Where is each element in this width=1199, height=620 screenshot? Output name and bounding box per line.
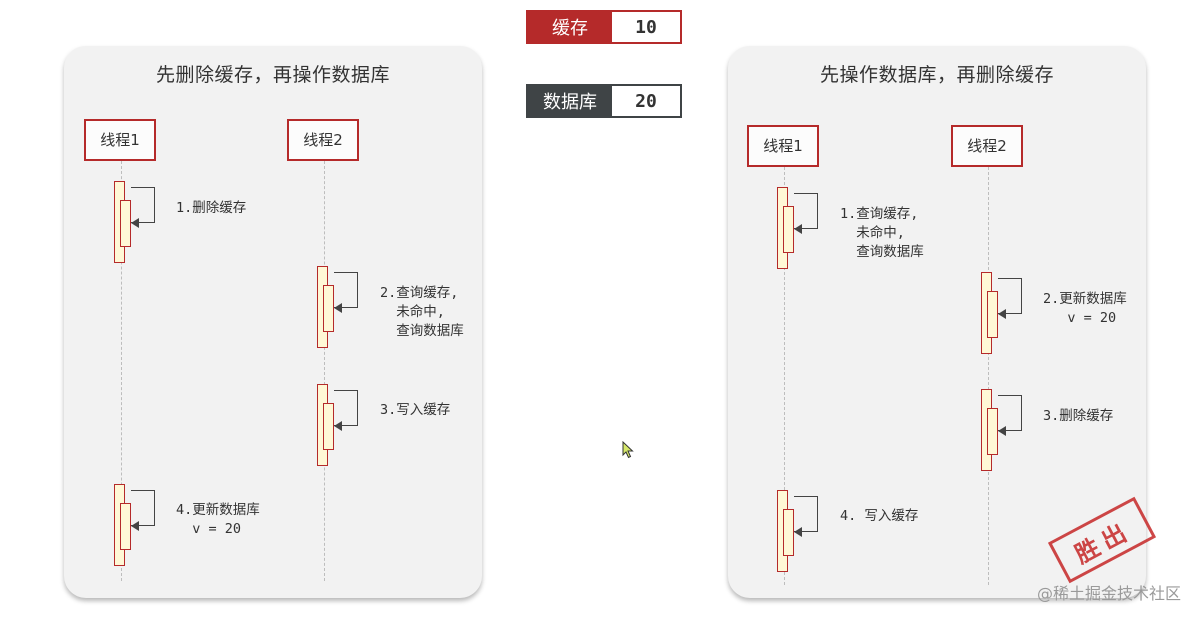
self-call-arrow bbox=[794, 193, 818, 229]
self-call-arrow bbox=[998, 278, 1022, 314]
arrowhead bbox=[131, 521, 139, 531]
right-step-1: 1.查询缓存, 未命中, 查询数据库 bbox=[840, 206, 924, 260]
right-thread1-actor: 线程1 bbox=[747, 125, 819, 167]
arrowhead bbox=[794, 527, 802, 537]
self-call-arrow bbox=[794, 496, 818, 532]
arrowhead bbox=[998, 426, 1006, 436]
cache-badge-label: 缓存 bbox=[528, 12, 612, 42]
left-thread2-lifeline bbox=[324, 161, 325, 581]
arrowhead bbox=[131, 218, 139, 228]
arrowhead bbox=[334, 303, 342, 313]
activation-bar bbox=[323, 403, 334, 450]
activation-bar bbox=[987, 408, 998, 455]
self-call-arrow bbox=[334, 390, 358, 426]
activation-bar bbox=[323, 285, 334, 332]
left-step-3: 3.写入缓存 bbox=[380, 402, 451, 418]
left-thread1-lifeline bbox=[121, 161, 122, 581]
right-step-3: 3.删除缓存 bbox=[1043, 408, 1114, 424]
db-badge-label: 数据库 bbox=[528, 86, 612, 116]
arrowhead bbox=[794, 224, 802, 234]
activation-bar bbox=[987, 291, 998, 338]
right-thread1-lifeline bbox=[784, 167, 785, 585]
self-call-arrow bbox=[334, 272, 358, 308]
right-panel-title: 先操作数据库，再删除缓存 bbox=[819, 64, 1054, 86]
arrowhead bbox=[334, 421, 342, 431]
cache-badge-value: 10 bbox=[612, 12, 680, 42]
left-thread1-actor: 线程1 bbox=[84, 119, 156, 161]
arrowhead bbox=[998, 309, 1006, 319]
left-thread2-actor: 线程2 bbox=[287, 119, 359, 161]
db-badge-value: 20 bbox=[612, 86, 680, 116]
activation-bar bbox=[120, 200, 131, 247]
left-step-2: 2.查询缓存, 未命中, 查询数据库 bbox=[380, 285, 464, 339]
right-thread2-lifeline bbox=[988, 167, 989, 585]
activation-bar bbox=[120, 503, 131, 550]
right-step-2: 2.更新数据库 v = 20 bbox=[1043, 291, 1127, 326]
self-call-arrow bbox=[131, 490, 155, 526]
mouse-cursor-icon bbox=[622, 441, 634, 459]
right-thread2-actor: 线程2 bbox=[951, 125, 1023, 167]
right-step-4: 4. 写入缓存 bbox=[840, 508, 919, 524]
left-step-4: 4.更新数据库 v = 20 bbox=[176, 502, 260, 537]
db-badge: 数据库 20 bbox=[526, 84, 682, 118]
left-panel-title: 先删除缓存，再操作数据库 bbox=[155, 64, 390, 86]
cache-badge: 缓存 10 bbox=[526, 10, 682, 44]
activation-bar bbox=[783, 509, 794, 556]
self-call-arrow bbox=[131, 187, 155, 223]
watermark: @稀土掘金技术社区 bbox=[1036, 584, 1181, 603]
self-call-arrow bbox=[998, 395, 1022, 431]
left-step-1: 1.删除缓存 bbox=[176, 200, 247, 216]
activation-bar bbox=[783, 206, 794, 253]
